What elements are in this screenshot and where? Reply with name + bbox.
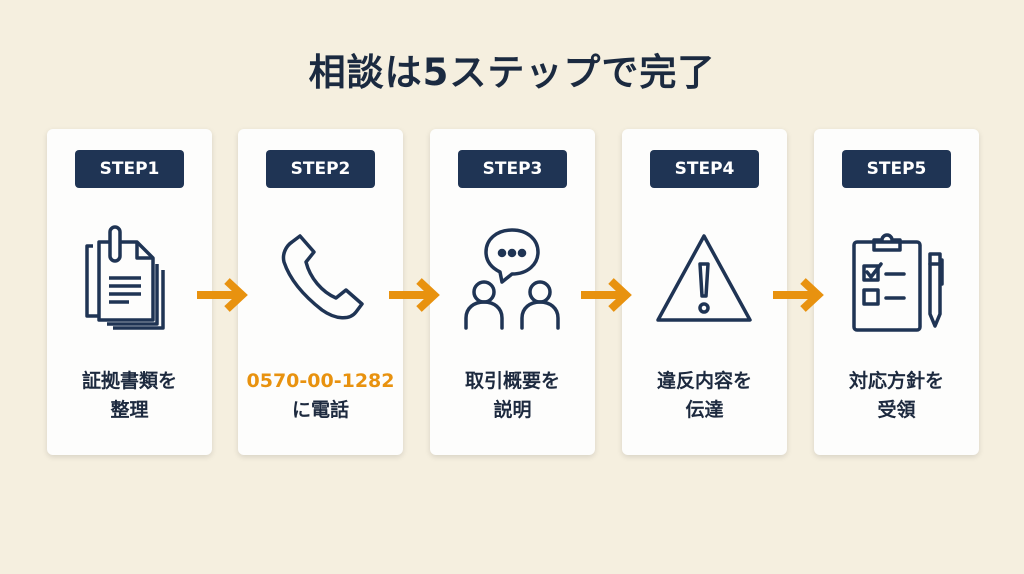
arrow-right-icon <box>581 278 632 312</box>
arrow-right-icon <box>197 278 248 312</box>
step-label-line2: 伝達 <box>685 399 724 421</box>
step-label-line1: 違反内容を <box>656 370 752 392</box>
step-badge: STEP2 <box>266 150 375 188</box>
step-card-5: STEP5 対応方針を 受領 <box>814 129 979 455</box>
step-label: 取引概要を 説明 <box>430 367 595 425</box>
warning-icon <box>654 224 754 334</box>
step-badge: STEP4 <box>650 150 759 188</box>
step-label-line1: 対応方針を <box>848 370 944 392</box>
step-card-4: STEP4 違反内容を 伝達 <box>622 129 787 455</box>
step-label-line2: 整理 <box>110 399 149 421</box>
arrow-right-icon <box>773 278 824 312</box>
step-label: 0570-00-1282 に電話 <box>238 367 403 425</box>
step-label: 証拠書類を 整理 <box>47 367 212 425</box>
step-label-line2: 受領 <box>877 399 916 421</box>
step-badge: STEP3 <box>458 150 567 188</box>
step-label-line2: 説明 <box>493 399 532 421</box>
step-badge: STEP1 <box>75 150 184 188</box>
step-label-line1: 証拠書類を <box>81 370 177 392</box>
phone-number: 0570-00-1282 <box>246 370 395 392</box>
phone-icon <box>270 224 370 334</box>
step-label: 対応方針を 受領 <box>814 367 979 425</box>
step-label: 違反内容を 伝達 <box>622 367 787 425</box>
conversation-icon <box>462 224 562 334</box>
documents-icon <box>79 224 179 334</box>
step-card-2: STEP2 0570-00-1282 に電話 <box>238 129 403 455</box>
step-card-3: STEP3 取引概要を 説明 <box>430 129 595 455</box>
arrow-right-icon <box>389 278 440 312</box>
step-label-line2: に電話 <box>291 399 349 421</box>
step-label-line1: 取引概要を <box>464 370 560 392</box>
page-title: 相談は5ステップで完了 <box>308 51 716 94</box>
step-card-1: STEP1 証拠書類を 整理 <box>47 129 212 455</box>
step-badge: STEP5 <box>842 150 951 188</box>
clipboard-checklist-icon <box>846 224 946 334</box>
